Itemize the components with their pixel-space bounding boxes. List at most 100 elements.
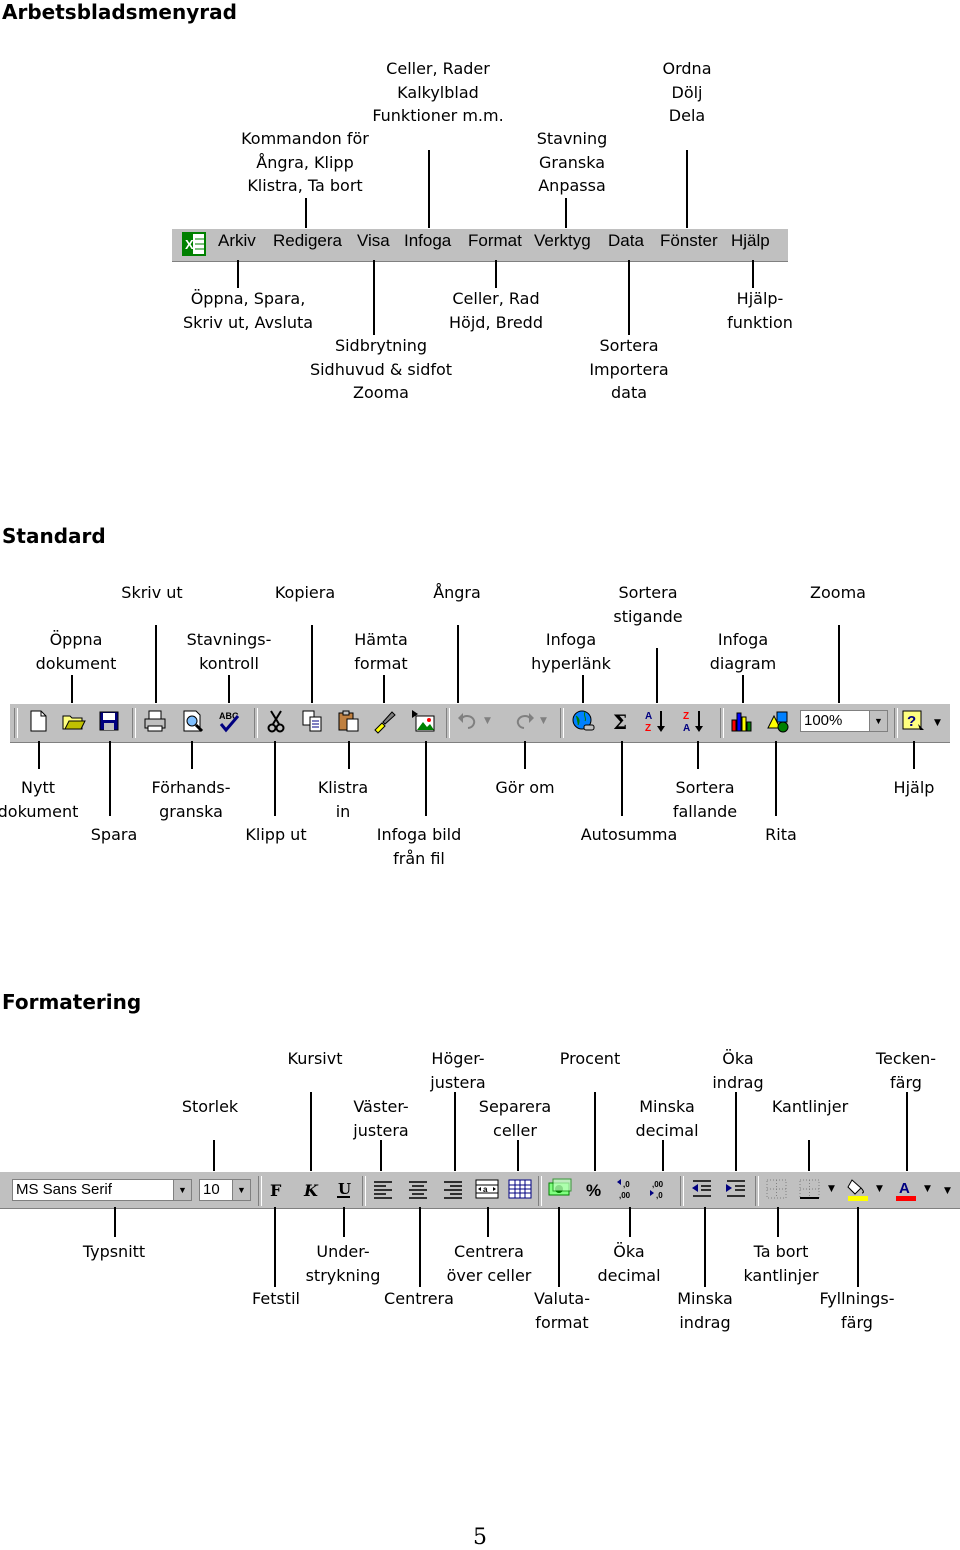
font-color-dropdown-icon[interactable]: ▼ — [924, 1184, 931, 1194]
help-question-icon[interactable]: ? — [900, 708, 926, 734]
paste-clipboard-icon[interactable] — [336, 708, 362, 734]
menu-format[interactable]: Format — [468, 231, 522, 250]
callout-line — [517, 1140, 519, 1175]
callout-line — [524, 741, 526, 769]
font-size-select[interactable]: 10 ▼ — [199, 1179, 251, 1201]
align-right-icon[interactable] — [440, 1176, 466, 1202]
menu-visa[interactable]: Visa — [357, 231, 390, 250]
menu-data[interactable]: Data — [608, 231, 644, 250]
chart-wizard-icon[interactable] — [728, 708, 754, 734]
label-hogerjustera: Höger-justera — [430, 1049, 486, 1092]
svg-text:,00: ,00 — [652, 1180, 664, 1189]
chevron-down-icon[interactable]: ▼ — [232, 1180, 250, 1200]
open-folder-icon[interactable] — [60, 708, 86, 734]
menu-fonster[interactable]: Fönster — [660, 231, 718, 250]
new-document-icon[interactable] — [25, 708, 51, 734]
bold-icon[interactable]: F — [264, 1176, 290, 1202]
callout-line — [191, 741, 193, 769]
toolbar-options-icon[interactable]: ▼ — [934, 718, 941, 728]
label-typsnitt: Typsnitt — [82, 1242, 146, 1261]
decrease-decimal-icon[interactable]: ,00,0 — [648, 1176, 674, 1202]
format-painter-brush-icon[interactable] — [372, 708, 398, 734]
save-disk-icon[interactable] — [96, 708, 122, 734]
print-preview-icon[interactable] — [180, 708, 206, 734]
italic-icon[interactable]: K — [298, 1176, 324, 1202]
chevron-down-icon[interactable]: ▼ — [173, 1180, 191, 1200]
fill-color-bucket-icon[interactable] — [845, 1176, 871, 1202]
callout-line — [558, 1207, 560, 1287]
svg-text:,0: ,0 — [623, 1180, 630, 1189]
undo-dropdown-icon[interactable]: ▼ — [484, 716, 491, 726]
label-skriv-ut: Skriv ut — [121, 583, 183, 602]
svg-text:Σ: Σ — [613, 710, 627, 734]
decrease-indent-icon[interactable] — [689, 1176, 715, 1202]
menu-redigera[interactable]: Redigera — [273, 231, 342, 250]
font-name-value: MS Sans Serif — [16, 1181, 112, 1198]
callout-line — [742, 675, 744, 705]
chevron-down-icon[interactable]: ▼ — [869, 711, 887, 731]
callout-line — [565, 198, 567, 230]
underline-icon[interactable]: U — [331, 1176, 357, 1202]
menu-hjalp[interactable]: Hjälp — [731, 231, 770, 250]
callout-line — [686, 150, 688, 230]
zoom-select[interactable]: 100% ▼ — [800, 710, 888, 732]
no-borders-icon[interactable] — [764, 1176, 790, 1202]
svg-text:a: a — [483, 1185, 488, 1194]
label-autosumma: Autosumma — [580, 825, 678, 844]
toolbar-options-icon[interactable]: ▼ — [944, 1186, 951, 1196]
callout-line — [662, 1140, 664, 1175]
align-left-icon[interactable] — [370, 1176, 396, 1202]
font-name-select[interactable]: MS Sans Serif ▼ — [12, 1179, 192, 1201]
callout-line — [775, 741, 777, 816]
percent-icon[interactable]: % — [582, 1176, 608, 1202]
menu-verktyg[interactable]: Verktyg — [534, 231, 591, 250]
hyperlink-globe-icon[interactable] — [570, 708, 596, 734]
fill-color-dropdown-icon[interactable]: ▼ — [876, 1184, 883, 1194]
merge-center-icon[interactable]: a — [474, 1176, 500, 1202]
split-cells-grid-icon[interactable] — [507, 1176, 533, 1202]
currency-format-icon[interactable] — [547, 1176, 573, 1202]
callout-line — [373, 260, 375, 335]
font-color-icon[interactable]: A — [893, 1176, 919, 1202]
section-title-standard: Standard — [2, 524, 106, 548]
redo-icon[interactable] — [510, 708, 536, 734]
toolbar-separator — [720, 708, 724, 738]
autosum-sigma-icon[interactable]: Σ — [608, 708, 634, 734]
print-icon[interactable] — [142, 708, 168, 734]
callout-line — [454, 1092, 456, 1175]
label-teckenfarg: Tecken-färg — [875, 1049, 937, 1092]
callout-line — [735, 1092, 737, 1175]
label-hjalp-desc: Hjälp-funktion — [727, 289, 793, 332]
redo-dropdown-icon[interactable]: ▼ — [540, 716, 547, 726]
insert-picture-icon[interactable] — [410, 708, 436, 734]
menu-arkiv[interactable]: Arkiv — [218, 231, 256, 250]
cut-scissors-icon[interactable] — [263, 708, 289, 734]
callout-line — [913, 741, 915, 769]
spellcheck-icon[interactable]: ABC — [216, 708, 242, 734]
undo-icon[interactable] — [456, 708, 482, 734]
borders-dropdown-icon[interactable]: ▼ — [828, 1184, 835, 1194]
toolbar-separator — [362, 1176, 366, 1206]
callout-line — [857, 1207, 859, 1287]
increase-indent-icon[interactable] — [723, 1176, 749, 1202]
align-center-icon[interactable] — [405, 1176, 431, 1202]
svg-text:A: A — [683, 723, 690, 734]
drawing-shapes-icon[interactable] — [765, 708, 791, 734]
svg-text:A: A — [899, 1180, 910, 1197]
copy-icon[interactable] — [299, 708, 325, 734]
increase-decimal-icon[interactable]: ,0,00 — [615, 1176, 641, 1202]
excel-document-icon[interactable]: X — [182, 232, 206, 256]
borders-icon[interactable] — [797, 1176, 823, 1202]
menu-infoga[interactable]: Infoga — [404, 231, 452, 250]
